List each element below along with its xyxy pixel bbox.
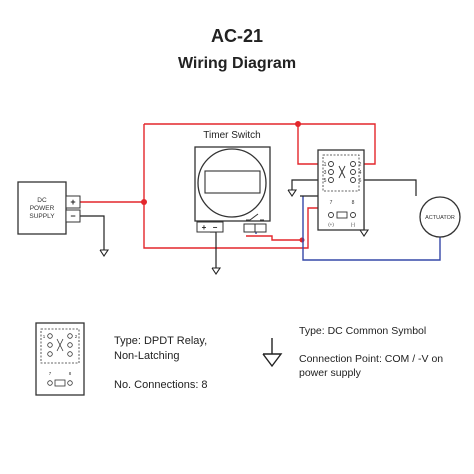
legend-relay-pin-8: 8 — [69, 371, 72, 376]
legend-relay-pin-7: 7 — [49, 371, 52, 376]
ground-symbol — [211, 267, 222, 275]
relay-pin-2: 2 — [359, 162, 362, 168]
legend-relay-connections: No. Connections: 8 — [114, 379, 208, 391]
power-plus-terminal: + — [70, 197, 75, 207]
timer-switch: Timer Switch + − — [194, 130, 271, 233]
dpdt-relay: 1 2 3 4 5 6 7 8 (+) (-) — [317, 149, 365, 231]
relay-pin-1: 1 — [324, 162, 327, 168]
relay-pin-8: 8 — [352, 200, 355, 206]
ground-symbol — [359, 229, 370, 237]
legend-ground-connection-line2: power supply — [299, 367, 362, 379]
positive-wires — [80, 123, 376, 249]
legend-ground-icon — [262, 338, 283, 368]
junction-dot — [299, 237, 305, 243]
actuator-label: ACTUATOR — [425, 215, 455, 221]
ground-symbol — [99, 249, 110, 257]
timer-switch-label: Timer Switch — [203, 130, 260, 141]
diagram-title: AC-21 — [211, 26, 263, 46]
dc-power-supply: DC POWER SUPPLY + − — [17, 181, 81, 235]
power-supply-label-line3: SUPPLY — [29, 213, 55, 220]
power-supply-label-line1: DC — [37, 197, 47, 204]
legend-relay-type-line2: Non-Latching — [114, 350, 179, 362]
relay-coil-minus: (-) — [351, 222, 356, 227]
relay-pin-4: 4 — [359, 170, 362, 176]
timer-minus-terminal: − — [213, 223, 218, 232]
relay-pin-6: 6 — [359, 178, 362, 184]
relay-pin-3: 3 — [324, 170, 327, 176]
power-minus-terminal: − — [70, 211, 75, 221]
relay-pin-5: 5 — [324, 178, 327, 184]
relay-coil-plus: (+) — [328, 222, 334, 227]
legend-ground-connection-line1: Connection Point: COM / -V on — [299, 353, 443, 365]
legend-ground-type: Type: DC Common Symbol — [299, 325, 426, 337]
timer-plus-terminal: + — [202, 223, 207, 232]
legend-relay-type-line1: Type: DPDT Relay, — [114, 335, 207, 347]
legend-relay-pin-1: 1 — [43, 334, 46, 339]
relay-pin-7: 7 — [330, 200, 333, 206]
legend-relay-icon: 1 2 7 8 — [35, 322, 85, 396]
legend-relay-pin-2: 2 — [75, 334, 78, 339]
ground-symbol — [287, 189, 298, 197]
actuator: ACTUATOR — [419, 196, 461, 238]
junction-dot — [141, 199, 147, 205]
power-supply-label-line2: POWER — [30, 205, 55, 212]
diagram-subtitle: Wiring Diagram — [178, 55, 296, 72]
junction-dot — [295, 121, 301, 127]
